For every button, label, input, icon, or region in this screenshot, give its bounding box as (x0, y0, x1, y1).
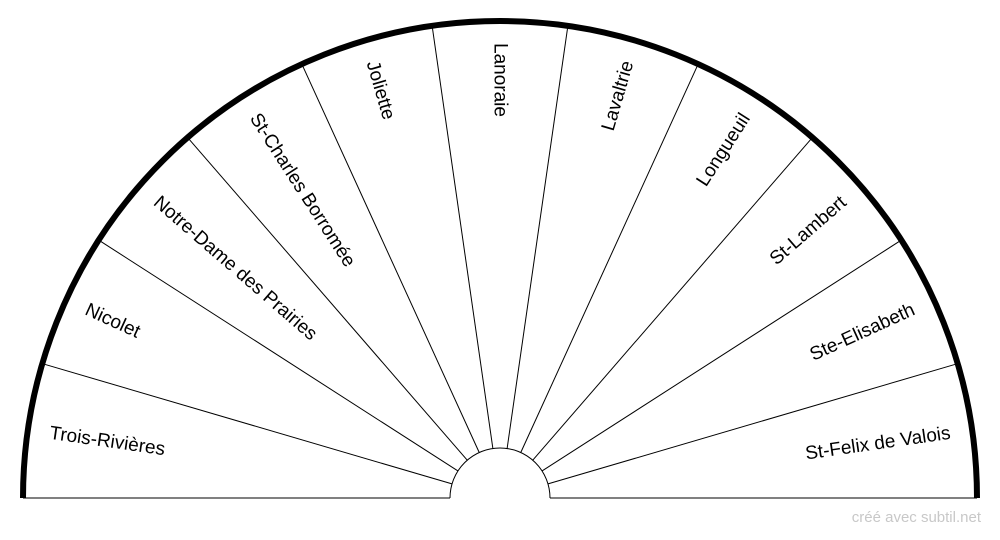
sector-label: St-Charles Borromée (245, 110, 359, 271)
sector-label: Notre-Dame des Prairies (149, 192, 321, 345)
sector-divider (520, 65, 698, 453)
sector-divider (547, 363, 956, 485)
inner-arc (449, 447, 551, 499)
sector-divider (302, 65, 480, 453)
sector-label: Lanoraie (490, 43, 511, 117)
sector-label: Longueuil (693, 110, 755, 191)
sector-divider (541, 240, 900, 472)
sector-label: Nicolet (82, 299, 144, 343)
sector-divider (188, 138, 468, 461)
sector-divider (532, 138, 812, 461)
sector-label: Trois-Rivières (48, 423, 166, 460)
sector-dividers (44, 27, 956, 485)
sector-divider (44, 363, 453, 485)
sector-label: Joliette (362, 58, 399, 122)
sector-label: Lavaltrie (598, 58, 638, 133)
sector-divider (506, 27, 569, 449)
credit-text[interactable]: créé avec subtil.net (851, 509, 981, 526)
outer-arc (20, 18, 980, 499)
sector-label: St-Lambert (766, 192, 851, 270)
sector-label: Ste-Elisabeth (807, 299, 919, 365)
sector-label: St-Felix de Valois (804, 423, 952, 465)
sector-divider (100, 240, 459, 472)
sector-divider (431, 27, 494, 449)
